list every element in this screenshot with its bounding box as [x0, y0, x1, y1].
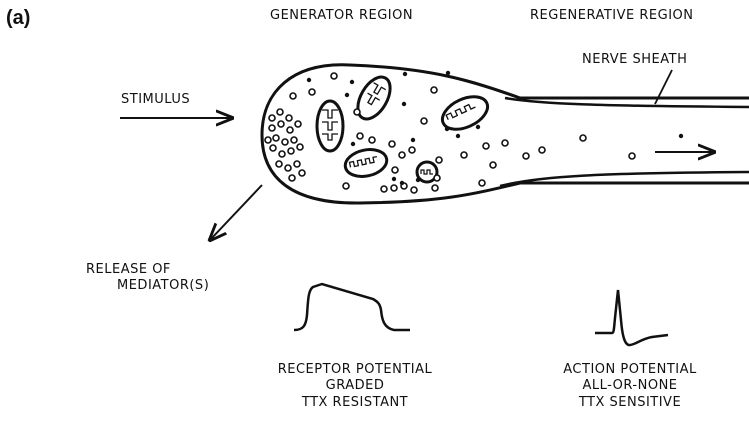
nerve-sheath-label: NERVE SHEATH	[582, 52, 687, 68]
action-potential-caption: ACTION POTENTIAL ALL-OR-NONE TTX SENSITI…	[555, 362, 705, 411]
action-potential-ttx: TTX SENSITIVE	[555, 395, 705, 411]
receptor-potential-title: RECEPTOR POTENTIAL	[270, 362, 440, 378]
mitochondrion	[343, 146, 389, 180]
stimulus-label: STIMULUS	[121, 92, 190, 108]
receptor-potential-ttx: TTX RESISTANT	[270, 395, 440, 411]
mitochondrion	[317, 101, 343, 151]
action-potential-property: ALL-OR-NONE	[555, 378, 705, 394]
mediator-release-arrow	[210, 185, 262, 240]
release-label-line2: MEDIATOR(S)	[117, 278, 209, 294]
mitochondrion	[351, 72, 397, 125]
action-potential-trace	[595, 290, 668, 345]
receptor-potential-trace	[294, 284, 410, 330]
panel-label: (a)	[6, 6, 30, 31]
receptor-potential-property: GRADED	[270, 378, 440, 394]
generator-region-label: GENERATOR REGION	[270, 8, 413, 24]
regenerative-region-label: REGENERATIVE REGION	[530, 8, 694, 24]
action-potential-title: ACTION POTENTIAL	[555, 362, 705, 378]
receptor-potential-caption: RECEPTOR POTENTIAL GRADED TTX RESISTANT	[270, 362, 440, 411]
release-label-line1: RELEASE OF	[86, 262, 171, 278]
